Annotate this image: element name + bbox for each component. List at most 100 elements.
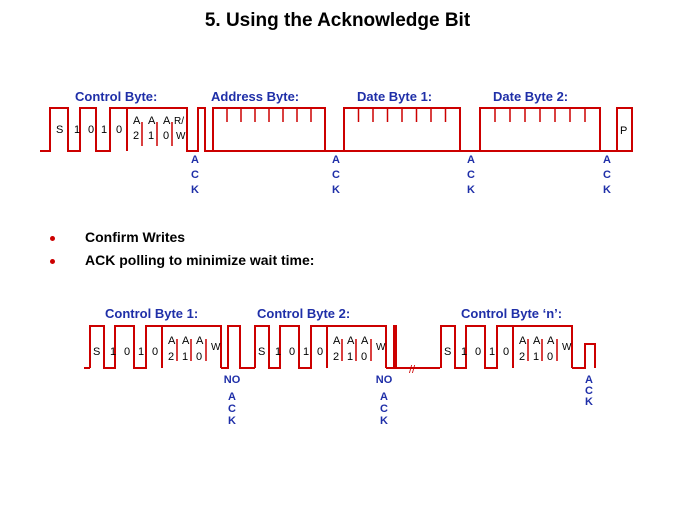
no-ack-2-wave bbox=[386, 325, 440, 369]
bullet-dot-icon bbox=[50, 235, 55, 241]
data-byte-1-wave bbox=[343, 107, 461, 152]
control-bit: 1 bbox=[275, 346, 281, 358]
address-bit-number: 2 bbox=[168, 351, 174, 363]
address-bit-letter: A bbox=[347, 335, 355, 347]
stop-wave bbox=[600, 107, 633, 152]
address-bit-letter: A bbox=[148, 115, 156, 127]
ack-letter: K bbox=[228, 415, 236, 427]
address-bit-letter: A bbox=[182, 335, 190, 347]
byte-label: Control Byte ‘n’: bbox=[461, 306, 562, 321]
address-byte-wave bbox=[212, 107, 326, 152]
control-bit: 0 bbox=[475, 346, 481, 358]
address-bit-letter: A bbox=[519, 335, 527, 347]
byte-label: Date Byte 1: bbox=[357, 89, 432, 104]
ack-letter: C bbox=[380, 403, 388, 415]
address-bit-number: 1 bbox=[347, 351, 353, 363]
control-byte-1-wave bbox=[89, 325, 222, 369]
address-bit-number: 0 bbox=[163, 130, 169, 142]
byte-label: Control Byte 2: bbox=[257, 306, 350, 321]
start-bit: S bbox=[93, 346, 100, 358]
ack-letter: A bbox=[191, 154, 199, 166]
ack-letter: C bbox=[603, 169, 611, 181]
control-byte-n-wave bbox=[440, 325, 573, 369]
ack-letter: K bbox=[585, 396, 593, 408]
address-bit-letter: A bbox=[333, 335, 341, 347]
address-bit-number: 1 bbox=[148, 130, 154, 142]
control-bit: 0 bbox=[116, 124, 122, 136]
bullet-text: ACK polling to minimize wait time: bbox=[85, 252, 315, 268]
ack-letter: A bbox=[380, 391, 388, 403]
write-bit: W bbox=[376, 342, 386, 353]
control-bit: 1 bbox=[489, 346, 495, 358]
bullet-dot-icon bbox=[50, 258, 55, 264]
address-bit-number: 0 bbox=[196, 351, 202, 363]
address-bit-number: 0 bbox=[547, 351, 553, 363]
slide-title: 5. Using the Acknowledge Bit bbox=[204, 10, 471, 31]
control-bit: 0 bbox=[124, 346, 130, 358]
address-bit-number: 2 bbox=[133, 130, 139, 142]
start-bit: S bbox=[56, 124, 63, 136]
control-bit: 0 bbox=[88, 124, 94, 136]
ack-letter: K bbox=[467, 184, 475, 196]
control-bit: 1 bbox=[110, 346, 116, 358]
bullet-text: Confirm Writes bbox=[85, 229, 186, 245]
ack-letter: A bbox=[332, 154, 340, 166]
ack-gap-1 bbox=[203, 107, 213, 152]
ack-letter: C bbox=[191, 169, 199, 181]
ack-letter: A bbox=[467, 154, 475, 166]
control-bit: 1 bbox=[461, 346, 467, 358]
ack-letter: K bbox=[603, 184, 611, 196]
ack-letter: C bbox=[467, 169, 475, 181]
address-bit-letter: A bbox=[547, 335, 555, 347]
ack-letter: C bbox=[332, 169, 340, 181]
ack-letter: A bbox=[585, 374, 593, 386]
control-bit: 0 bbox=[503, 346, 509, 358]
control-bit: 0 bbox=[152, 346, 158, 358]
control-bit: 0 bbox=[289, 346, 295, 358]
control-byte-2-wave bbox=[254, 325, 387, 369]
no-label: NO bbox=[224, 374, 241, 386]
control-bit: 1 bbox=[138, 346, 144, 358]
control-bit: 1 bbox=[101, 124, 107, 136]
write-bit: W bbox=[562, 342, 572, 353]
stop-bit: P bbox=[620, 125, 627, 137]
ack-letter: A bbox=[228, 391, 236, 403]
ack-letter: C bbox=[228, 403, 236, 415]
ack-n-wave bbox=[572, 343, 596, 369]
address-bit-letter: A bbox=[196, 335, 204, 347]
ack-letter: C bbox=[585, 385, 593, 397]
byte-label: Date Byte 2: bbox=[493, 89, 568, 104]
rw-bit-top: R/ bbox=[174, 116, 184, 127]
start-bit: S bbox=[258, 346, 265, 358]
ack-letter: A bbox=[603, 154, 611, 166]
address-bit-number: 1 bbox=[533, 351, 539, 363]
address-bit-letter: A bbox=[168, 335, 176, 347]
control-bit: 0 bbox=[317, 346, 323, 358]
start-bit: S bbox=[444, 346, 451, 358]
byte-label: Control Byte 1: bbox=[105, 306, 198, 321]
address-bit-number: 0 bbox=[361, 351, 367, 363]
address-bit-number: 1 bbox=[182, 351, 188, 363]
rw-bit-bottom: W bbox=[176, 131, 186, 142]
control-byte-wave bbox=[40, 107, 203, 152]
address-bit-number: 2 bbox=[333, 351, 339, 363]
address-bit-letter: A bbox=[361, 335, 369, 347]
bullet-confirm-writes: Confirm Writes bbox=[50, 229, 185, 245]
address-bit-number: 2 bbox=[519, 351, 525, 363]
address-bit-letter: A bbox=[533, 335, 541, 347]
write-bit: W bbox=[211, 342, 221, 353]
ack-letter: K bbox=[191, 184, 199, 196]
no-ack-1-wave bbox=[221, 325, 255, 369]
bullet-ack-polling: ACK polling to minimize wait time: bbox=[50, 252, 314, 268]
ack-letter: K bbox=[332, 184, 340, 196]
break-mark: // bbox=[409, 364, 416, 376]
control-bit: 1 bbox=[303, 346, 309, 358]
byte-label: Address Byte: bbox=[211, 89, 299, 104]
address-bit-letter: A bbox=[133, 115, 141, 127]
no-label: NO bbox=[376, 374, 393, 386]
control-bit: 1 bbox=[74, 124, 80, 136]
address-bit-letter: A bbox=[163, 115, 171, 127]
byte-label: Control Byte: bbox=[75, 89, 157, 104]
